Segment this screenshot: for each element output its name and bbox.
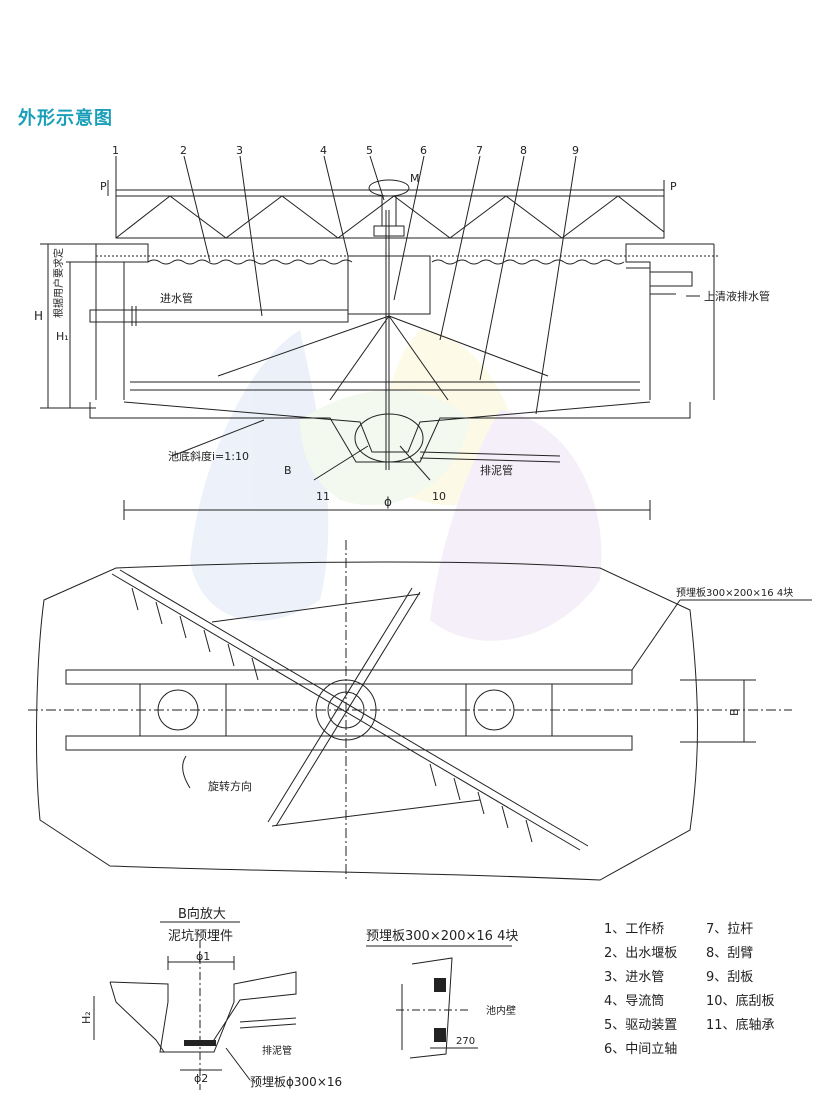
legend-item: 2、出水堰板 [604,946,678,961]
legend-row: 5、驱动装置 11、底轴承 [604,1014,775,1038]
plate-mark-bottom [434,1028,446,1042]
callout-7: 7 [476,144,483,157]
detail-plate-title: 预埋板300×200×16 4块 [366,929,518,944]
legend-item: 4、导流筒 [604,994,665,1009]
label-m: M [410,172,420,185]
legend-item: 5、驱动装置 [604,1018,678,1033]
legend-item: 3、进水管 [604,970,665,985]
legend-item: 7、拉杆 [706,922,754,937]
plan-view [28,540,812,881]
label-phi: ϕ [384,495,392,509]
label-inlet-pipe: 进水管 [160,291,193,305]
legend-row: 4、导流筒 10、底刮板 [604,990,775,1014]
label-detail-sludge-pipe: 排泥管 [262,1044,292,1057]
label-10: 10 [432,490,446,503]
legend-item: 8、刮臂 [706,946,754,961]
label-h1: H₁ [56,330,69,343]
detail-b-subtitle: 泥坑预埋件 [168,929,233,944]
inlet-pipe [89,306,349,326]
callout-5: 5 [366,144,373,157]
label-slope: 池底斜度i=1:10 [168,449,249,463]
label-phi1: ϕ1 [196,950,210,963]
detail-b [93,921,297,1090]
legend-item: 1、工作桥 [604,922,665,937]
callout-leaders [115,155,577,481]
legend-item: 9、刮板 [706,970,754,985]
label-inner-wall: 池内壁 [486,1004,516,1017]
label-b-elev: B [284,464,292,477]
legend-row: 1、工作桥 7、拉杆 [604,918,775,942]
label-dim-270: 270 [456,1036,475,1047]
plate-mark-top [434,978,446,992]
callout-8: 8 [520,144,527,157]
label-phi2: ϕ2 [194,1072,208,1085]
label-embed-plate-round: 预埋板ϕ300×16 [250,1075,342,1089]
detail-b-title: B向放大 [178,906,226,922]
callout-numbers: 1 2 3 4 5 6 7 8 9 [112,144,579,157]
legend-item: 10、底刮板 [706,994,775,1009]
legend-row: 2、出水堰板 8、刮臂 [604,942,775,966]
label-outlet-pipe: 上清液排水管 [704,289,770,303]
watermark-logo [190,330,602,641]
label-b-plan: B [728,708,741,716]
label-rotation: 旋转方向 [208,779,252,793]
detail-plate [366,945,512,1059]
page-title: 外形示意图 [18,108,113,129]
parts-legend: 1、工作桥 7、拉杆 2、出水堰板 8、刮臂 3、进水管 9、刮板 4、导流筒 10、底… [604,918,775,1062]
label-p-left: P [100,180,107,193]
legend-row: 3、进水管 9、刮板 [604,966,775,990]
tank-floor [89,401,691,463]
legend-item: 6、中间立轴 [604,1042,678,1057]
label-h2: H₂ [80,1011,93,1024]
scraper-blades [131,587,533,843]
label-sludge-pipe: 排泥管 [480,463,513,477]
legend-row: 6、中间立轴 [604,1038,775,1062]
label-p-right: P [670,180,677,193]
center-well [347,179,431,470]
callout-2: 2 [180,144,187,157]
elevation-dimensions [40,180,700,520]
label-embed-plate: 预埋板300×200×16 4块 [676,586,793,599]
callout-6: 6 [420,144,427,157]
callout-3: 3 [236,144,243,157]
callout-1: 1 [112,144,119,157]
callout-4: 4 [320,144,327,157]
label-11: 11 [316,490,330,503]
callout-9: 9 [572,144,579,157]
label-user-req: 根据用户要求定 [52,248,65,318]
legend-item: 11、底轴承 [706,1018,775,1033]
tie-rods [130,315,640,401]
label-h: H [34,309,43,323]
embed-plate-mark [184,1040,216,1046]
